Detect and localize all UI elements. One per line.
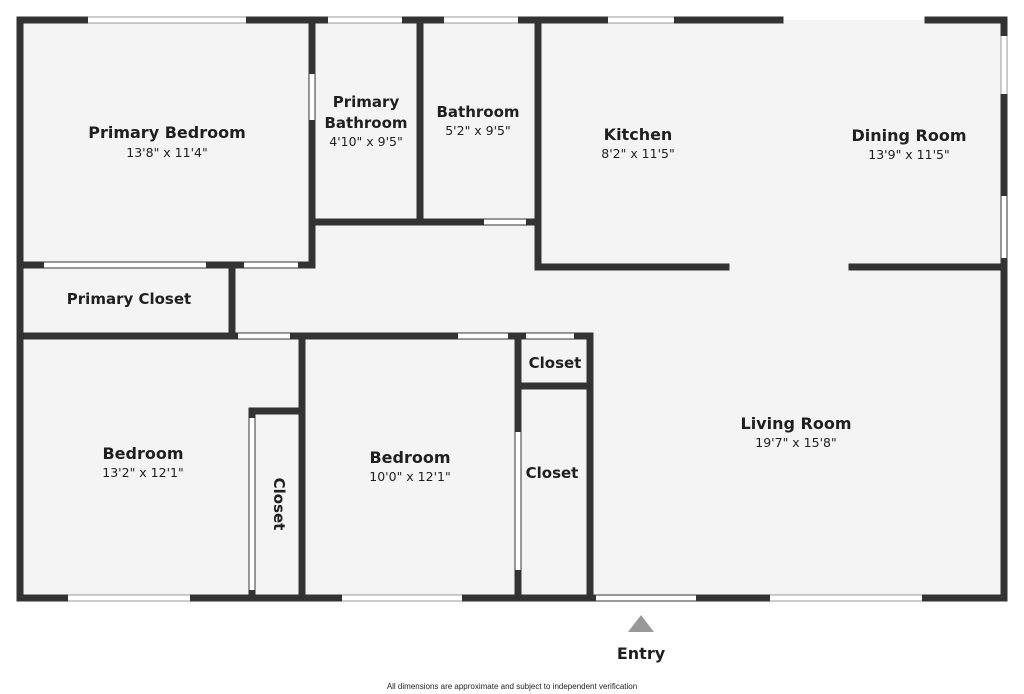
room-closet-small: Closet	[529, 354, 582, 372]
room-dimensions: 10'0" x 12'1"	[369, 469, 450, 484]
room-dimensions: 13'2" x 12'1"	[102, 465, 183, 480]
room-dimensions: 19'7" x 15'8"	[755, 435, 836, 450]
room-dimensions: 13'9" x 11'5"	[868, 147, 949, 162]
room-name-line2: Bathroom	[324, 114, 407, 132]
room-name: Closet	[526, 464, 579, 482]
room-name: Dining Room	[851, 126, 966, 145]
windows	[44, 17, 1007, 601]
room-kitchen: Kitchen 8'2" x 11'5"	[601, 125, 674, 161]
room-dimensions: 4'10" x 9'5"	[329, 134, 402, 149]
room-name: Bathroom	[436, 103, 519, 121]
room-closet-hall: Closet	[526, 464, 579, 482]
room-name: Closet	[270, 478, 288, 531]
room-bathroom: Bathroom 5'2" x 9'5"	[436, 103, 519, 138]
room-name: Closet	[529, 354, 582, 372]
room-name: Living Room	[741, 414, 852, 433]
room-dimensions: 5'2" x 9'5"	[445, 123, 511, 138]
room-primary-bathroom: Primary Bathroom 4'10" x 9'5"	[324, 93, 407, 149]
room-name: Bedroom	[102, 444, 183, 463]
room-dimensions: 13'8" x 11'4"	[126, 145, 207, 160]
room-name-line1: Primary	[333, 93, 400, 111]
floor-area	[20, 20, 1004, 598]
room-bedroom-mid: Bedroom 10'0" x 12'1"	[369, 448, 450, 484]
room-dining-room: Dining Room 13'9" x 11'5"	[851, 126, 966, 162]
room-name: Primary Closet	[67, 290, 191, 308]
entry-label: Entry	[617, 644, 666, 663]
room-dimensions: 8'2" x 11'5"	[601, 146, 674, 161]
room-bedroom-left: Bedroom 13'2" x 12'1"	[102, 444, 183, 480]
room-living-room: Living Room 19'7" x 15'8"	[741, 414, 852, 450]
room-closet-vertical: Closet	[270, 478, 288, 531]
room-primary-closet: Primary Closet	[67, 290, 191, 308]
room-name: Bedroom	[369, 448, 450, 467]
room-primary-bedroom: Primary Bedroom 13'8" x 11'4"	[88, 123, 246, 160]
window-frames	[68, 16, 1008, 602]
room-name: Kitchen	[604, 125, 673, 144]
triangle-up-icon	[628, 615, 654, 632]
room-name: Primary Bedroom	[88, 123, 246, 142]
disclaimer-text: All dimensions are approximate and subje…	[387, 682, 637, 691]
